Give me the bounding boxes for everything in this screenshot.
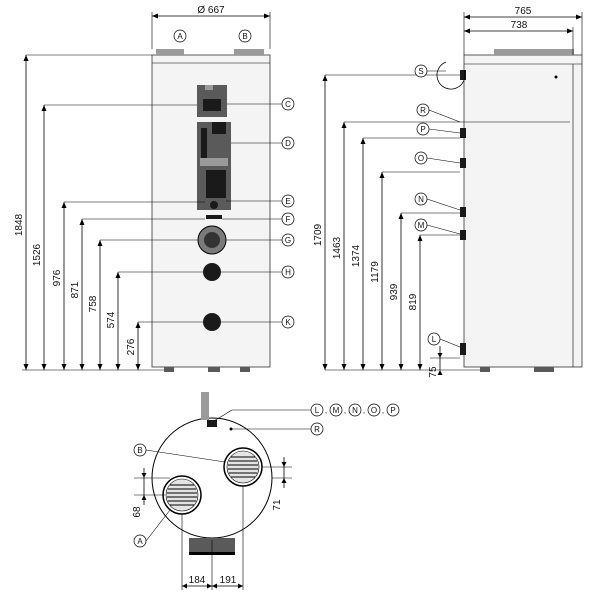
- front-top-connection-a: [156, 49, 184, 55]
- side-width-inner-label: 738: [511, 20, 528, 31]
- callout-k: K: [285, 318, 291, 327]
- side-height-label: 1463: [332, 236, 343, 259]
- top-grille-b: [223, 447, 263, 487]
- front-top-connection-b: [234, 49, 264, 55]
- front-height-dimensions: 1848 1526 976 871 758 574 276: [14, 54, 205, 371]
- front-port-h: [203, 263, 221, 281]
- callout-separator: ,: [344, 406, 346, 415]
- callout-b: B: [137, 446, 142, 455]
- callout-p: P: [390, 406, 395, 415]
- callout-l: L: [315, 406, 320, 415]
- front-height-label: 871: [70, 281, 81, 298]
- front-height-label: 276: [126, 338, 137, 355]
- front-port-k: [203, 313, 221, 331]
- side-view: 765 738 1709 1463 1374 1179 939 819: [313, 6, 583, 378]
- callout-b: B: [242, 32, 247, 41]
- callout-g: G: [285, 236, 291, 245]
- top-view: L , M , N , O , P R B A 68: [132, 392, 400, 590]
- top-grille-a: [162, 475, 202, 515]
- callout-s: S: [418, 67, 423, 76]
- side-height-label: 75: [428, 366, 439, 378]
- callout-o: O: [418, 154, 424, 163]
- callout-l: L: [432, 335, 437, 344]
- front-view: Ø 667 1848 1526 976 871 758 574: [14, 5, 295, 372]
- front-callouts: C D E F G H K: [221, 97, 295, 329]
- front-height-label: 976: [52, 269, 63, 286]
- callout-separator: ,: [363, 406, 365, 415]
- callout-n: N: [352, 406, 358, 415]
- callout-r: R: [314, 425, 320, 434]
- callout-separator: ,: [382, 406, 384, 415]
- front-diameter-label: Ø 667: [197, 5, 225, 16]
- callout-e: E: [285, 197, 290, 206]
- callout-c: C: [285, 100, 291, 109]
- callout-a: A: [177, 32, 183, 41]
- side-height-label: 1179: [370, 261, 381, 283]
- side-height-label: 1709: [313, 223, 324, 246]
- front-foot: [208, 367, 220, 372]
- side-tank-body: [463, 54, 583, 368]
- top-callout-group: L , M , N , O , P R: [213, 403, 400, 436]
- front-height-label: 758: [88, 295, 99, 312]
- side-width-outer-label: 765: [515, 6, 532, 17]
- callout-f: F: [286, 215, 291, 224]
- top-dim-71: 71: [272, 499, 283, 511]
- top-dim-184: 184: [189, 575, 206, 586]
- callout-n: N: [418, 195, 424, 204]
- side-height-dimensions: 1709 1463 1374 1179 939 819 75: [313, 74, 570, 378]
- top-dim-191: 191: [220, 575, 237, 586]
- callout-d: D: [285, 139, 291, 148]
- front-foot: [164, 367, 174, 372]
- callout-p: P: [420, 125, 425, 134]
- top-dim-68: 68: [132, 506, 143, 518]
- callout-o: O: [371, 406, 377, 415]
- callout-m: M: [333, 406, 340, 415]
- callout-separator: ,: [325, 406, 327, 415]
- callout-m: M: [418, 221, 425, 230]
- front-height-label: 1526: [32, 243, 43, 266]
- front-height-label: 1848: [14, 213, 25, 236]
- side-height-label: 939: [389, 283, 400, 300]
- callout-r: R: [420, 106, 426, 115]
- side-height-label: 819: [408, 293, 419, 310]
- front-display: [203, 99, 221, 111]
- front-foot: [240, 367, 250, 372]
- side-height-label: 1374: [351, 244, 362, 267]
- side-callouts: S R P O N M L: [414, 61, 466, 348]
- front-height-label: 574: [106, 311, 117, 328]
- callout-h: H: [285, 268, 291, 277]
- callout-a: A: [137, 537, 143, 546]
- side-top-connection: [494, 49, 574, 55]
